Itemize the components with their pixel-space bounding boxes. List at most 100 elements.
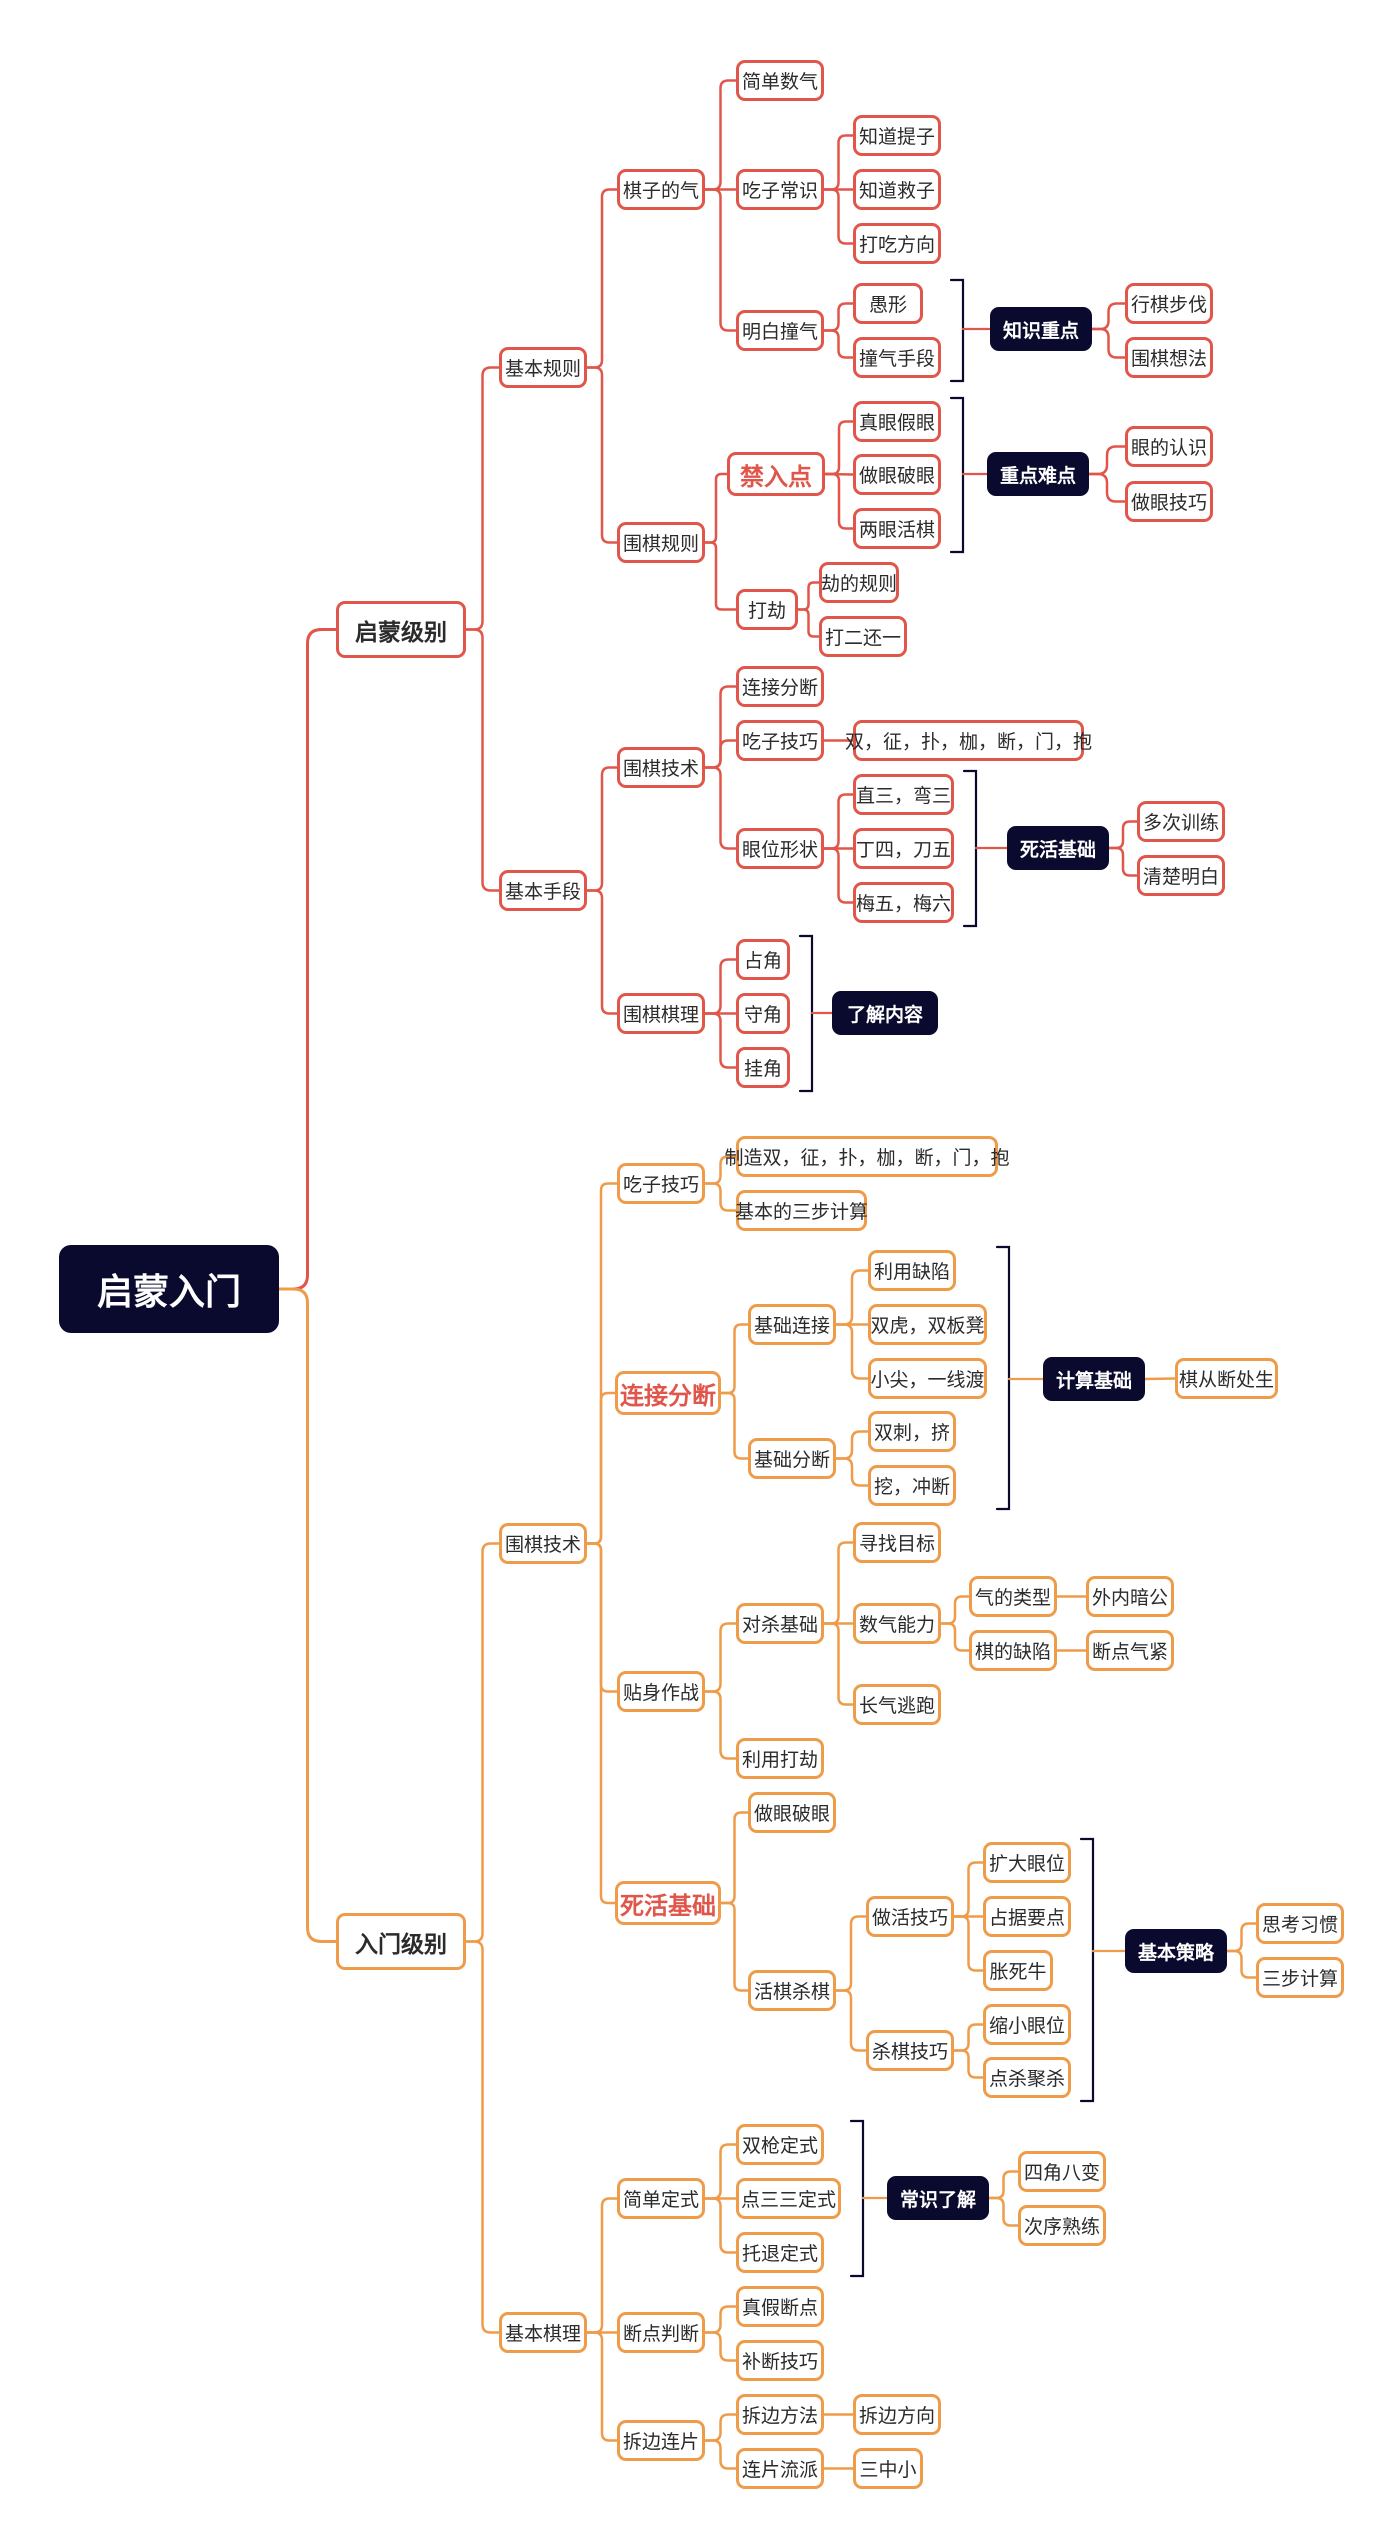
make-destroy-eye-2[interactable]: 做眼破眼 [748, 1792, 836, 1833]
find-target[interactable]: 寻找目标 [853, 1522, 941, 1563]
tuotui[interactable]: 托退定式 [736, 2232, 824, 2273]
common-sense[interactable]: 常识了解 [887, 2176, 989, 2220]
connector-line [952, 2023, 985, 2052]
cut-tight[interactable]: 断点气紧 [1086, 1630, 1174, 1671]
go-technique-1[interactable]: 围棋技术 [617, 747, 705, 788]
three-step[interactable]: 三步计算 [1256, 1957, 1344, 1998]
four-corners[interactable]: 四角八变 [1018, 2151, 1106, 2192]
connector-line [987, 2170, 1020, 2200]
live-kill[interactable]: 活棋杀棋 [748, 1970, 836, 2011]
basic-strategy[interactable]: 基本策略 [1125, 1929, 1227, 1973]
ko-rule[interactable]: 劫的规则 [819, 562, 899, 603]
point-kill[interactable]: 点杀聚杀 [983, 2057, 1071, 2098]
expand-eye[interactable]: 扩大眼位 [983, 1842, 1071, 1883]
understand-content[interactable]: 了解内容 [832, 991, 938, 1035]
know-atari[interactable]: 知道提子 [853, 115, 941, 156]
understand-self-atari[interactable]: 明白撞气 [736, 310, 824, 351]
order-practice[interactable]: 次序熟练 [1018, 2205, 1106, 2246]
go-principles-1[interactable]: 围棋棋理 [617, 993, 705, 1034]
thinking-habit[interactable]: 思考习惯 [1256, 1903, 1344, 1944]
reduce-eye[interactable]: 缩小眼位 [983, 2004, 1071, 2045]
side-extension[interactable]: 拆边连片 [617, 2420, 705, 2461]
go-thinking[interactable]: 围棋想法 [1125, 337, 1213, 378]
capture-list-1[interactable]: 双，征，扑，枷，断，门，抱 [845, 720, 1092, 761]
know-rescue[interactable]: 知道救子 [853, 169, 941, 210]
link-schools[interactable]: 连片流派 [736, 2448, 824, 2489]
straight-three[interactable]: 直三，弯三 [853, 774, 954, 815]
two-eyes-alive[interactable]: 两眼活棋 [853, 508, 941, 549]
atari-direction[interactable]: 打吃方向 [853, 223, 941, 264]
ko[interactable]: 打劫 [736, 589, 798, 630]
corner-approach[interactable]: 挂角 [736, 1047, 790, 1088]
make-capture-list[interactable]: 制造双，征，扑，枷，断，门，抱 [725, 1136, 1010, 1177]
use-flaws[interactable]: 利用缺陷 [868, 1250, 956, 1291]
basic-rules[interactable]: 基本规则 [499, 347, 587, 388]
basic-connect[interactable]: 基础连接 [748, 1304, 836, 1345]
connect-cut-2[interactable]: 连接分断 [615, 1371, 721, 1415]
root-node[interactable]: 启蒙入门 [59, 1245, 279, 1333]
go-rules[interactable]: 围棋规则 [617, 522, 705, 563]
life-death-basics-2[interactable]: 死活基础 [615, 1881, 721, 1925]
three-three[interactable]: 点三三定式 [736, 2178, 841, 2219]
semeai-basics[interactable]: 对杀基础 [736, 1603, 824, 1644]
go-technique-2[interactable]: 围棋技术 [499, 1523, 587, 1564]
connector-line [585, 1542, 619, 1693]
level-enlightenment[interactable]: 启蒙级别 [336, 601, 466, 658]
mend-cut[interactable]: 补断技巧 [736, 2340, 824, 2381]
level-introductory[interactable]: 入门级别 [336, 1913, 466, 1970]
extend-method[interactable]: 拆边方法 [736, 2394, 824, 2435]
practice-more[interactable]: 多次训练 [1137, 801, 1225, 842]
eye-making-skill[interactable]: 做眼技巧 [1125, 481, 1213, 522]
capture-skill-1[interactable]: 吃子技巧 [736, 720, 824, 761]
real-false-eye[interactable]: 真眼假眼 [853, 401, 941, 442]
simple-joseki[interactable]: 简单定式 [617, 2178, 705, 2219]
eye-shapes[interactable]: 眼位形状 [736, 828, 824, 869]
key-difficulty[interactable]: 重点难点 [987, 452, 1089, 496]
make-destroy-eye[interactable]: 做眼破眼 [853, 454, 941, 495]
killing-skill[interactable]: 杀棋技巧 [866, 2030, 954, 2071]
double-poke[interactable]: 双刺，挤 [868, 1411, 956, 1452]
liberty-types[interactable]: 气的类型 [969, 1576, 1057, 1617]
calc-basics[interactable]: 计算基础 [1043, 1357, 1145, 1401]
bad-shape[interactable]: 愚形 [853, 283, 923, 324]
move-steps[interactable]: 行棋步伐 [1125, 283, 1213, 324]
understand-clearly[interactable]: 清楚明白 [1137, 855, 1225, 896]
liberties[interactable]: 棋子的气 [617, 169, 705, 210]
dig-rush[interactable]: 挖，冲断 [868, 1465, 956, 1506]
basic-cut[interactable]: 基础分断 [748, 1438, 836, 1479]
life-death-basics-1[interactable]: 死活基础 [1007, 826, 1109, 870]
three-small[interactable]: 三中小 [853, 2448, 923, 2489]
double-approach[interactable]: 双枪定式 [736, 2124, 824, 2165]
bulky-five[interactable]: 胀死牛 [983, 1950, 1053, 1991]
key-knowledge[interactable]: 知识重点 [990, 307, 1092, 351]
count-ability[interactable]: 数气能力 [853, 1603, 941, 1644]
extend-direction[interactable]: 拆边方向 [853, 2394, 941, 2435]
small-knight[interactable]: 小尖，一线渡 [868, 1358, 987, 1399]
simple-count[interactable]: 简单数气 [736, 60, 824, 101]
real-fake-cut[interactable]: 真假断点 [736, 2286, 824, 2327]
use-ko[interactable]: 利用打劫 [736, 1738, 824, 1779]
basic-principles[interactable]: 基本棋理 [499, 2312, 587, 2353]
cut-judgment[interactable]: 断点判断 [617, 2312, 705, 2353]
connect-cut-1[interactable]: 连接分断 [736, 666, 824, 707]
long-escape[interactable]: 长气逃跑 [853, 1684, 941, 1725]
basic-means[interactable]: 基本手段 [499, 870, 587, 911]
snapback[interactable]: 打二还一 [819, 616, 907, 657]
cut-life[interactable]: 棋从断处生 [1175, 1358, 1278, 1399]
plum-five[interactable]: 梅五，梅六 [853, 882, 954, 923]
t-four[interactable]: 丁四，刀五 [853, 828, 954, 869]
capture-knowledge[interactable]: 吃子常识 [736, 169, 824, 210]
eye-recognition[interactable]: 眼的认识 [1125, 426, 1213, 467]
occupy-vital[interactable]: 占据要点 [983, 1896, 1071, 1937]
three-step-calc[interactable]: 基本的三步计算 [735, 1190, 868, 1231]
self-atari-moves[interactable]: 撞气手段 [853, 337, 941, 378]
corner-guard[interactable]: 守角 [736, 993, 790, 1034]
outer-inner[interactable]: 外内暗公 [1086, 1576, 1174, 1617]
double-tiger[interactable]: 双虎，双板凳 [868, 1304, 987, 1345]
forbidden-point[interactable]: 禁入点 [727, 452, 825, 496]
capture-skill-2[interactable]: 吃子技巧 [617, 1163, 705, 1204]
living-skill[interactable]: 做活技巧 [866, 1896, 954, 1937]
shape-flaws[interactable]: 棋的缺陷 [969, 1630, 1057, 1671]
corner-take[interactable]: 占角 [736, 939, 790, 980]
close-fight[interactable]: 贴身作战 [617, 1671, 705, 1712]
